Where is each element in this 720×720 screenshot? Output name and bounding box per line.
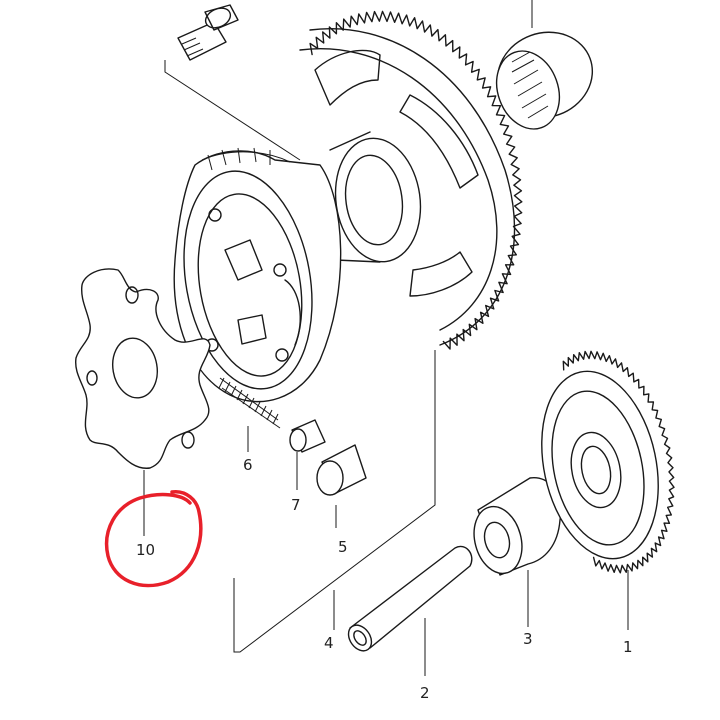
label-part-6: 6 [243, 456, 253, 474]
label-part-1: 1 [623, 638, 633, 656]
clutch-plate [74, 268, 211, 469]
one-way-clutch-housing [173, 147, 342, 403]
part-4-leader-frame [233, 350, 436, 653]
label-part-10: 10 [136, 541, 155, 559]
roller-pin [289, 419, 326, 453]
highlight-circle [104, 490, 203, 588]
label-part-3: 3 [523, 630, 533, 648]
label-part-7: 7 [291, 496, 301, 514]
label-part-5: 5 [338, 538, 348, 556]
bolt [177, 4, 239, 61]
bolt-leader-line [164, 60, 301, 161]
label-part-4: 4 [324, 634, 334, 652]
bushing [473, 477, 562, 576]
needle-bearing [495, 0, 594, 130]
starter-idle-gear [541, 350, 675, 574]
idle-gear-shaft [347, 545, 473, 652]
starter-driven-gear [299, 10, 523, 350]
label-part-2: 2 [420, 684, 430, 702]
roller [316, 444, 367, 496]
spring [218, 377, 281, 429]
